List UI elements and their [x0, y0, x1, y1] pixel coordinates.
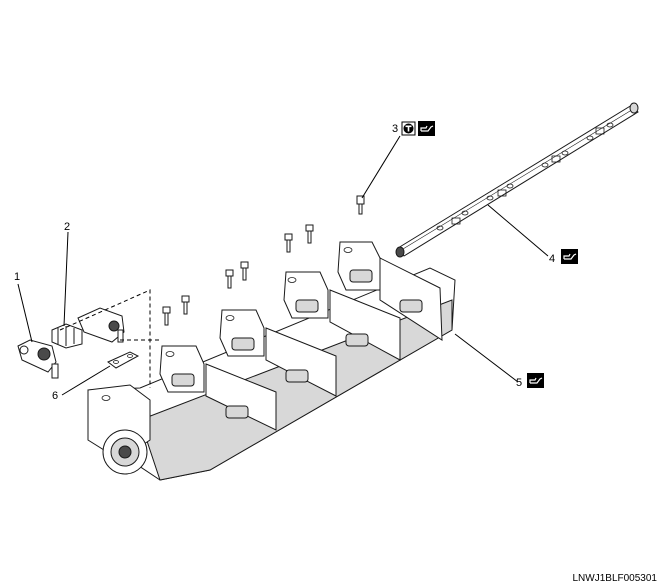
- leader-4: [487, 204, 549, 257]
- figure-code: LNWJ1BLF005301: [572, 573, 658, 584]
- callout-5: 5: [516, 377, 522, 389]
- oil-can-icon-5: [527, 373, 544, 388]
- leader-5: [454, 333, 519, 383]
- callout-2: 2: [64, 221, 70, 233]
- callout-1: 1: [14, 271, 20, 283]
- camshaft-housing: [87, 241, 456, 481]
- leader-3: [361, 135, 401, 199]
- assembly-guide-line: [59, 289, 151, 388]
- rocker-arm: [17, 339, 59, 379]
- oil-can-icon: [418, 121, 435, 136]
- rocker-arm-upper: [77, 307, 125, 343]
- leader-2: [63, 231, 69, 327]
- callout-3: 3: [392, 123, 398, 135]
- leader-6: [61, 365, 111, 396]
- bracket-bolts: [162, 224, 314, 326]
- oil-can-icon-4: [561, 249, 578, 264]
- callout-4: 4: [549, 253, 555, 265]
- leader-1: [17, 283, 33, 343]
- rocker-shaft: [395, 102, 639, 258]
- torque-icon: [401, 121, 416, 136]
- callout-6: 6: [52, 390, 58, 402]
- shaft-bolt: [356, 195, 365, 215]
- rocker-clip: [51, 323, 83, 349]
- retainer-plate: [107, 351, 140, 369]
